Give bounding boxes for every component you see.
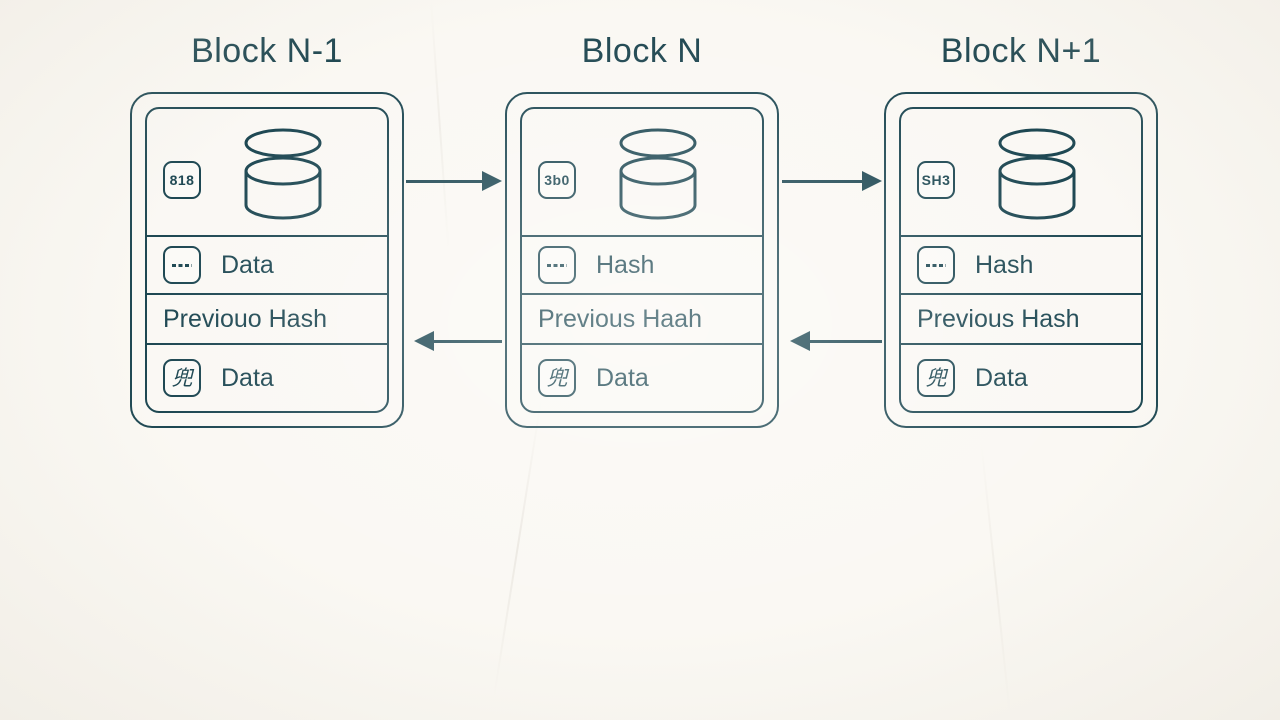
- block-row-previous-hash[interactable]: Previous Hash: [901, 295, 1141, 345]
- row-label: Data: [596, 364, 649, 392]
- block-header-area: 818: [147, 109, 387, 237]
- seal-glyph-icon: 兜: [917, 359, 955, 397]
- paper-crease: [493, 399, 542, 697]
- block-n[interactable]: Block N 3b0 Hash: [505, 30, 779, 428]
- hash-algorithm-badge: 3b0: [538, 161, 576, 199]
- database-cylinder-icon: [239, 125, 327, 226]
- block-outer-frame: SH3 Hash Previous Hash: [884, 92, 1158, 428]
- block-row-data[interactable]: 兜 Data: [522, 345, 762, 411]
- database-cylinder-icon: [614, 125, 702, 226]
- block-inner-frame: 3b0 Hash Previous Haah: [520, 107, 764, 413]
- block-n-minus-1[interactable]: Block N-1 818 Data: [130, 30, 404, 428]
- seal-glyph-icon: 兜: [163, 359, 201, 397]
- block-row-data[interactable]: 兜 Data: [901, 345, 1141, 411]
- dashed-lines-icon: [917, 246, 955, 284]
- row-label: Hash: [975, 251, 1034, 279]
- hash-algorithm-badge: SH3: [917, 161, 955, 199]
- block-row-hash[interactable]: Hash: [901, 237, 1141, 295]
- dashed-lines-icon: [163, 246, 201, 284]
- seal-glyph-icon: 兜: [538, 359, 576, 397]
- row-label: Previouo Hash: [163, 305, 327, 333]
- dashed-lines-icon: [538, 246, 576, 284]
- block-row-previous-hash[interactable]: Previouo Hash: [147, 295, 387, 345]
- block-header-area: SH3: [901, 109, 1141, 237]
- row-label: Previous Haah: [538, 305, 702, 333]
- block-row-data[interactable]: 兜 Data: [147, 345, 387, 411]
- hash-algorithm-badge: 818: [163, 161, 201, 199]
- block-row-hash[interactable]: Hash: [522, 237, 762, 295]
- row-label: Hash: [596, 251, 655, 279]
- block-title: Block N-1: [191, 32, 343, 70]
- block-outer-frame: 3b0 Hash Previous Haah: [505, 92, 779, 428]
- block-inner-frame: SH3 Hash Previous Hash: [899, 107, 1143, 413]
- block-title: Block N+1: [940, 32, 1102, 70]
- block-row-hash[interactable]: Data: [147, 237, 387, 295]
- block-inner-frame: 818 Data Previouo Hash: [145, 107, 389, 413]
- row-label: Data: [975, 364, 1028, 392]
- paper-crease: [430, 0, 449, 250]
- row-label: Previous Hash: [917, 305, 1080, 333]
- block-row-previous-hash[interactable]: Previous Haah: [522, 295, 762, 345]
- database-cylinder-icon: [993, 125, 1081, 226]
- row-label: Data: [221, 251, 274, 279]
- block-n-plus-1[interactable]: Block N+1 SH3 Hash: [884, 30, 1158, 428]
- block-outer-frame: 818 Data Previouo Hash: [130, 92, 404, 428]
- block-title: Block N: [581, 32, 703, 70]
- block-header-area: 3b0: [522, 109, 762, 237]
- paper-crease: [980, 439, 1011, 719]
- row-label: Data: [221, 364, 274, 392]
